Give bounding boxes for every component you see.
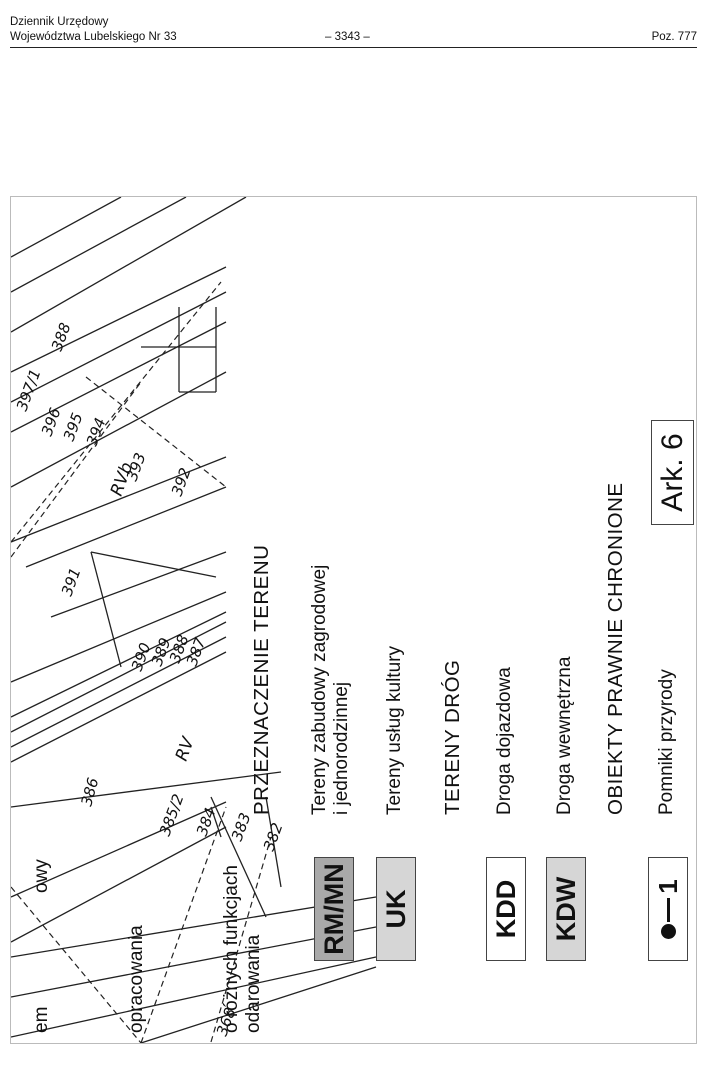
parcel-label: 392 xyxy=(168,465,195,498)
natural-monument-icon xyxy=(660,923,676,939)
cadastral-map-drawing: 388 396 395 394 397/1 393 392 391 390 38… xyxy=(11,197,377,1043)
legend-heading-roads: TERENY DRÓG xyxy=(441,659,464,815)
legend-heading-land-use: PRZEZNACZENIE TERENU xyxy=(250,544,273,815)
legend-label-uk: Tereny usług kultury xyxy=(384,646,405,815)
page-header: Dziennik Urzędowy Województwa Lubelskieg… xyxy=(10,13,697,48)
legend-symbol-uk: UK xyxy=(376,857,416,961)
cut-legend-line: o różnych funkcjach xyxy=(221,865,242,1033)
parcel-label: 394 xyxy=(83,415,110,448)
parcel-label: 395 xyxy=(60,410,87,443)
natural-monument-number: 1 xyxy=(652,879,683,894)
legend-symbol-rm-mn: RM/MN xyxy=(314,857,354,961)
legend-label-rm-mn-line2: i jednorodzinnej xyxy=(331,681,352,815)
natural-monument-stem-icon xyxy=(666,897,670,922)
cut-legend: em owy opracowania o różnych funkcjach o… xyxy=(11,743,264,1043)
map-linework xyxy=(11,197,377,1043)
cut-legend-line: owy xyxy=(31,859,52,893)
map-dashed-lines xyxy=(11,281,272,1043)
legend-label-kdd: Droga dojazdowa xyxy=(494,667,515,815)
parcel-label: 391 xyxy=(58,565,85,598)
cut-legend-line: em xyxy=(31,1006,52,1033)
journal-issue: Województwa Lubelskiego Nr 33 xyxy=(10,31,177,43)
parcel-label: 388 xyxy=(48,320,75,353)
legend-label-natural-monument: Pomniki przyrody xyxy=(656,669,677,815)
legend-heading-protected: OBIEKTY PRAWNIE CHRONIONE xyxy=(604,482,627,815)
legend-symbol-kdw: KDW xyxy=(546,857,586,961)
legend-symbol-natural-monument: 1 xyxy=(648,857,688,961)
legend-label-kdw: Droga wewnętrzna xyxy=(554,656,575,815)
map-legend: PRZEZNACZENIE TERENU RM/MN Tereny zabudo… xyxy=(236,197,696,1043)
legend-label-rm-mn-line1: Tereny zabudowy zagrodowej xyxy=(309,564,330,815)
map-sheet: 388 396 395 394 397/1 393 392 391 390 38… xyxy=(10,196,697,1044)
zone-labels: RVb RV xyxy=(107,460,199,764)
page-number: – 3343 – xyxy=(325,31,370,43)
parcel-label: 397/1 xyxy=(13,367,45,414)
cut-legend-line: opracowania xyxy=(126,925,147,1033)
journal-title: Dziennik Urzędowy xyxy=(10,16,109,28)
cut-legend-line: odarowania xyxy=(243,934,264,1033)
legend-symbol-kdd: KDD xyxy=(486,857,526,961)
position-number: Poz. 777 xyxy=(651,31,697,43)
sheet-label: Ark. 6 xyxy=(651,420,694,525)
